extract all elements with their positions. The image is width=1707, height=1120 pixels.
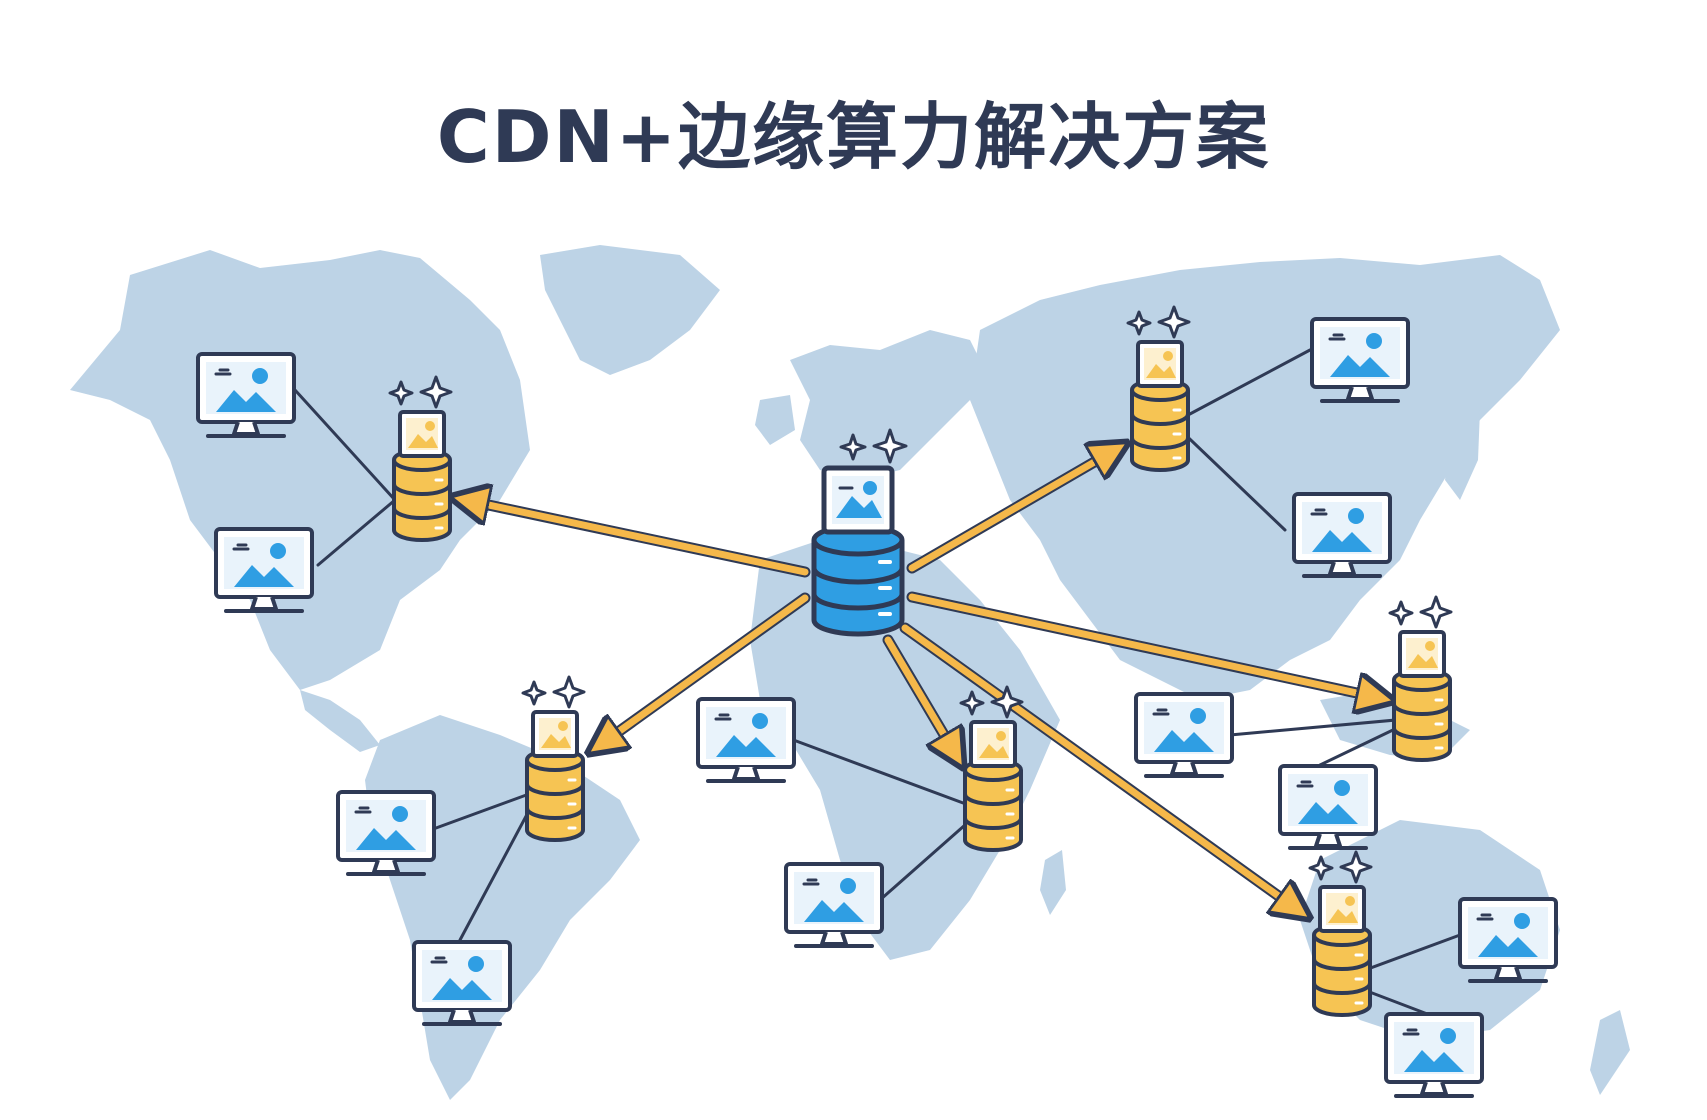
monitor-image-icon [696, 697, 796, 783]
map-madagascar [1040, 850, 1066, 915]
monitor-image-icon [784, 862, 884, 948]
diagram-title: CDN+边缘算力解决方案 [436, 95, 1271, 179]
map-asia [970, 255, 1560, 700]
map-greenland [540, 245, 720, 375]
edge-node-south-america [521, 675, 586, 842]
monitor-image-icon [1384, 1012, 1484, 1098]
arrow-to-south-east-asia [908, 593, 1380, 698]
map-uk [755, 395, 795, 445]
monitor-image-icon [1292, 492, 1392, 578]
monitor-image-icon [1278, 764, 1378, 850]
client-connections [293, 348, 1462, 1017]
arrow-to-australia [901, 624, 1298, 910]
arrow-to-asia [908, 450, 1115, 572]
map-central-america [300, 690, 380, 752]
edge-node-south-east-asia [1388, 595, 1453, 762]
monitor-image-icon [214, 527, 314, 613]
database-server-icon [521, 675, 586, 842]
map-south-america [365, 715, 640, 1100]
map-africa [750, 540, 1060, 960]
distribution-arrows [465, 450, 1380, 910]
world-map [70, 245, 1630, 1100]
arrow-to-africa [884, 636, 956, 755]
map-japan [1445, 400, 1480, 500]
origin-server [811, 428, 908, 637]
monitor-image-icon [412, 940, 512, 1026]
map-north-america [70, 250, 530, 690]
map-europe [790, 330, 990, 480]
arrow-to-south-america [600, 594, 809, 745]
arrow-to-north-america [465, 500, 809, 576]
monitor-image-icon [1458, 897, 1558, 983]
monitor-image-icon [1310, 317, 1410, 403]
database-server-icon [1388, 595, 1453, 762]
monitor-image-icon [336, 790, 436, 876]
monitor-image-icon [1134, 692, 1234, 778]
monitor-image-icon [196, 352, 296, 438]
map-new-zealand [1590, 1010, 1630, 1095]
